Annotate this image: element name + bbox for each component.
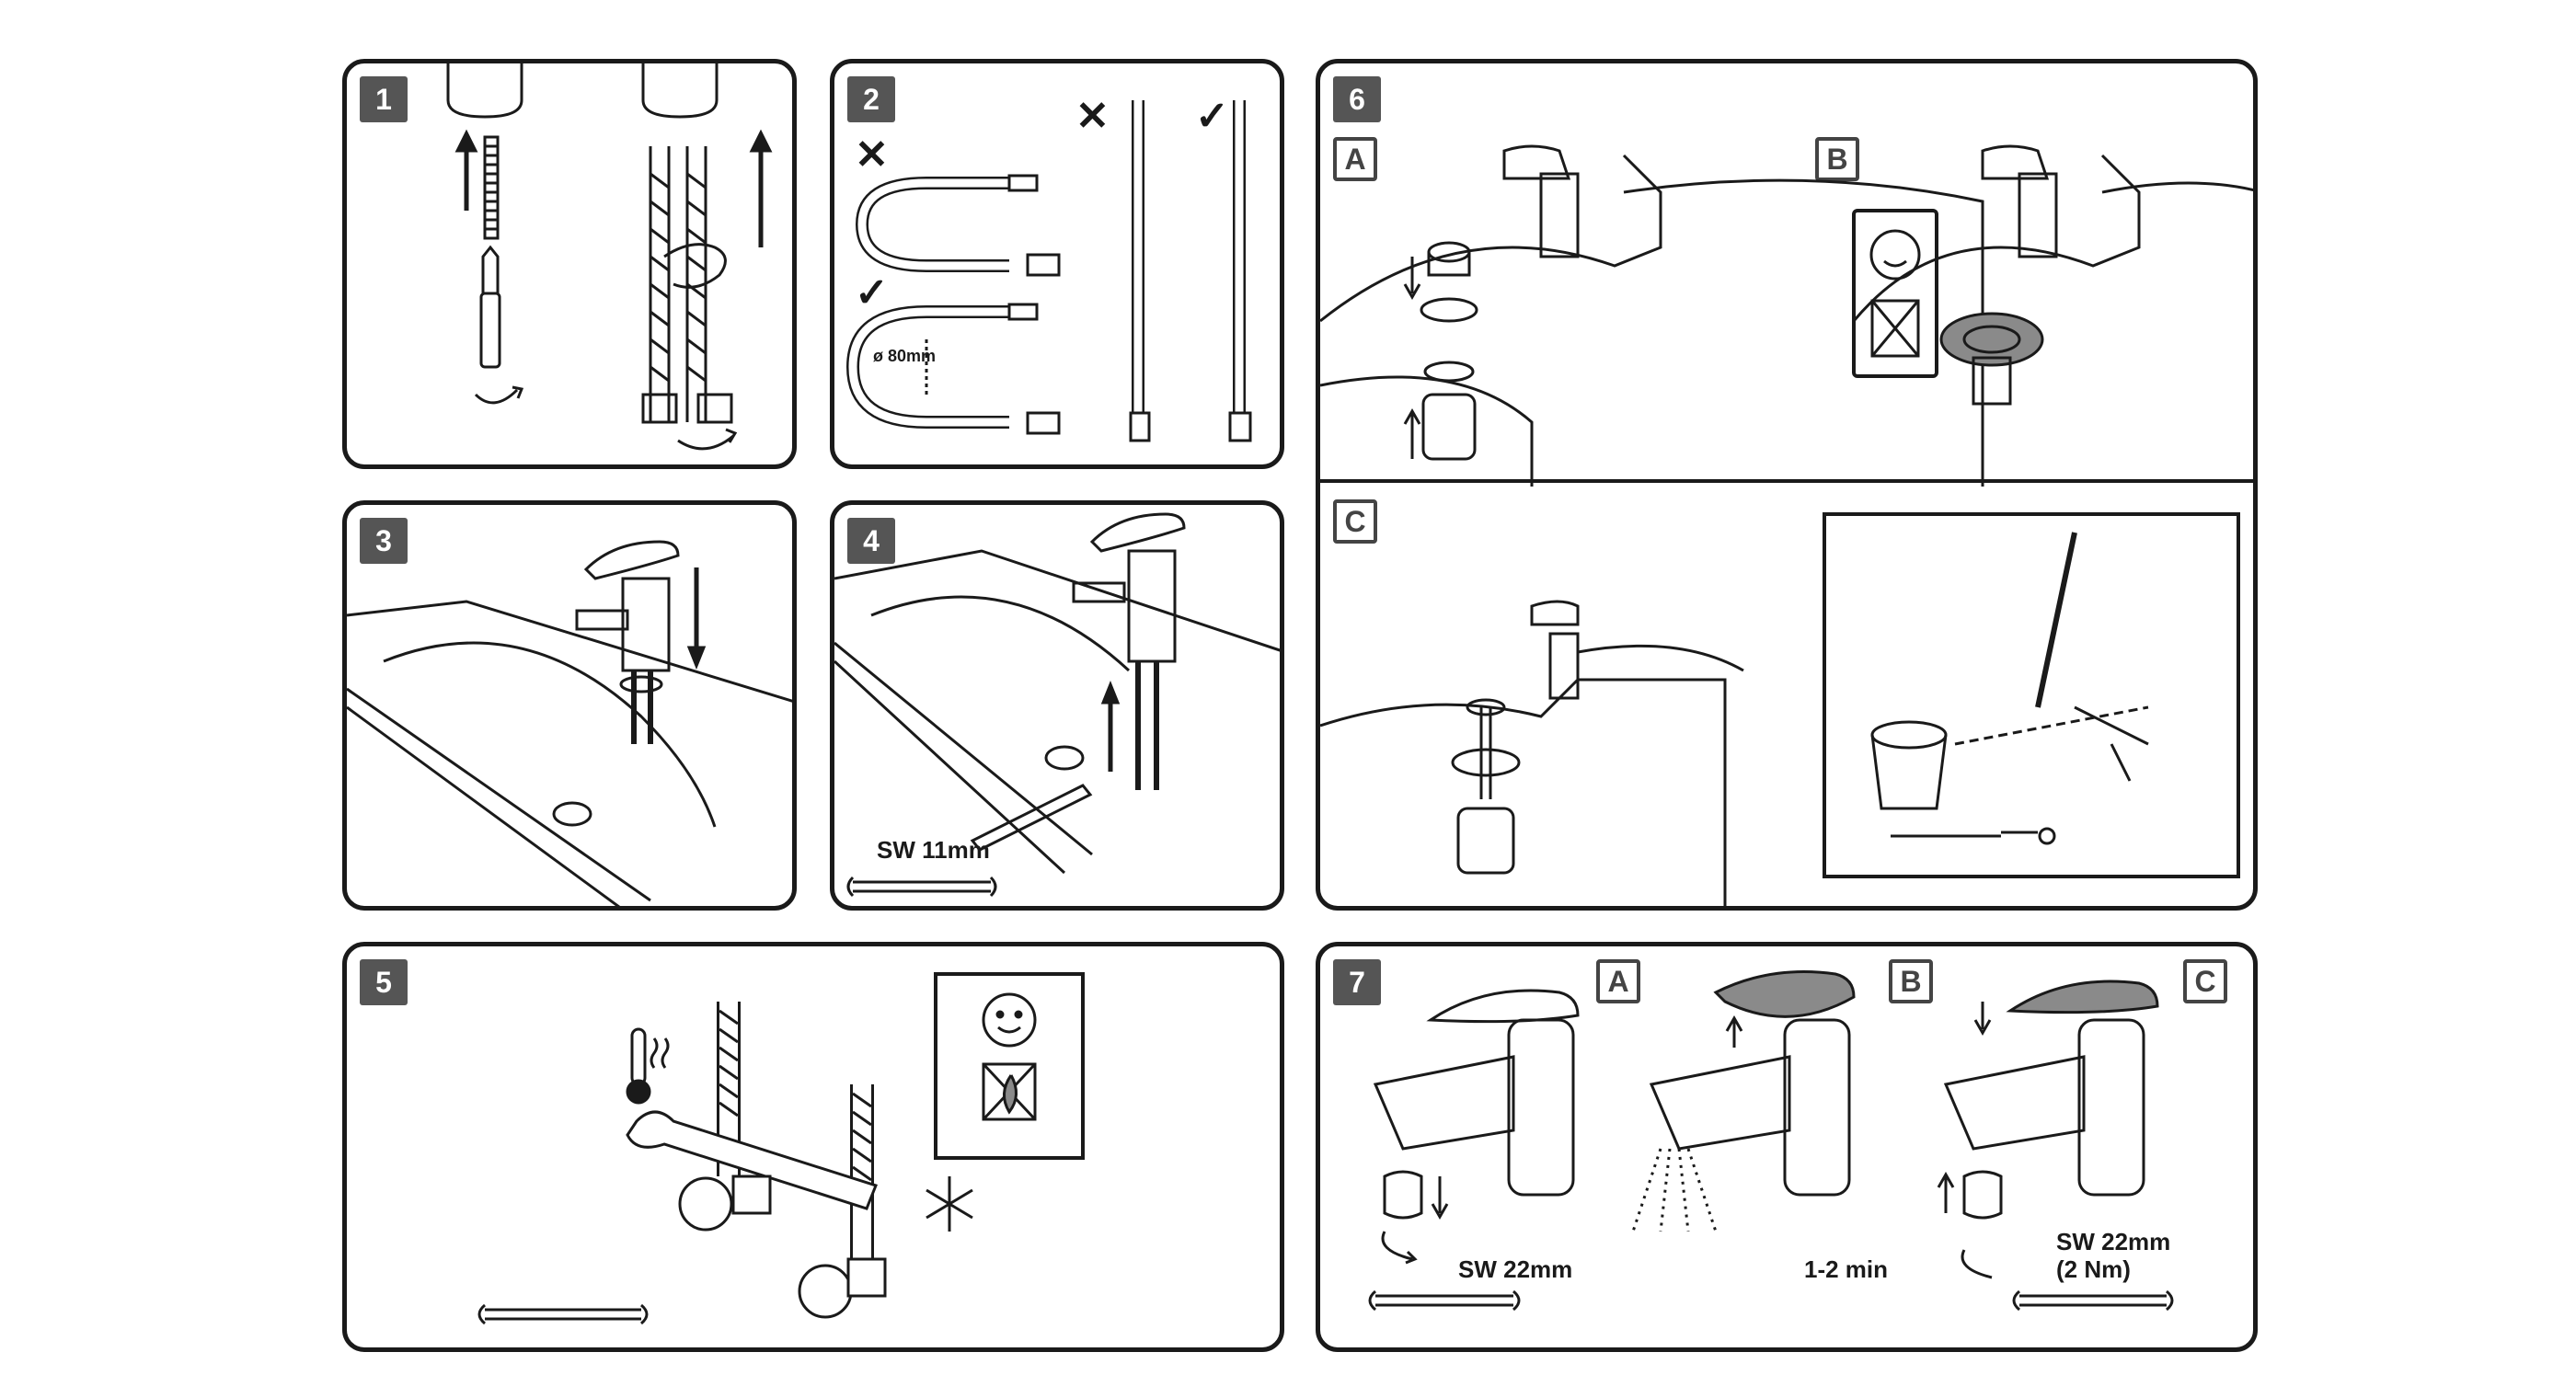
- step-2-panel: 2 ✕ ✓ ✕ ✓ ø 80mm: [830, 59, 1284, 469]
- step-number-badge: 7: [1333, 959, 1381, 1005]
- step-number-badge: 2: [847, 76, 895, 122]
- step-7a-wrench-label: SW 22mm: [1458, 1255, 1573, 1283]
- step-3-panel: 3: [342, 500, 797, 911]
- right-mark-icon: ✓: [855, 270, 889, 315]
- snowflake-icon: [926, 1176, 973, 1232]
- sub-step-c-badge: C: [1333, 499, 1377, 544]
- step-3-illustration: [347, 540, 792, 906]
- step-4-illustration: [834, 512, 1280, 898]
- wrong-mark-icon: ✕: [855, 132, 889, 178]
- section-divider: [1320, 479, 2253, 483]
- sub-step-a-badge: A: [1333, 137, 1377, 181]
- right-mark-icon: ✓: [1195, 94, 1229, 139]
- sub-step-a-badge: A: [1596, 959, 1640, 1003]
- step-7-panel: 7 A B C SW 22mm 1-2 min SW 22mm (2 Nm): [1316, 942, 2258, 1352]
- step-1-illustration: [446, 63, 773, 451]
- wrong-mark-icon: ✕: [1075, 94, 1110, 139]
- step-number-badge: 3: [360, 518, 408, 564]
- step-6-illustration: [1320, 144, 2253, 906]
- sub-step-b-badge: B: [1889, 959, 1933, 1003]
- step-number-badge: 5: [360, 959, 408, 1005]
- step-4-panel: 4 SW 11mm: [830, 500, 1284, 911]
- diameter-label: ø 80mm: [873, 347, 937, 365]
- thermometer-icon: [626, 1027, 670, 1105]
- step-7c-wrench-label: SW 22mm: [2056, 1228, 2171, 1255]
- hose-bend-illustration: [845, 100, 1252, 442]
- step-1-panel: 1: [342, 59, 797, 469]
- step-5-panel: 5: [342, 942, 1284, 1352]
- step-number-badge: 4: [847, 518, 895, 564]
- sub-step-c-badge: C: [2183, 959, 2227, 1003]
- step-7c-torque-label: (2 Nm): [2056, 1255, 2131, 1283]
- step-number-badge: 1: [360, 76, 408, 122]
- step-7b-duration-label: 1-2 min: [1804, 1255, 1889, 1283]
- step-number-badge: 6: [1333, 76, 1381, 122]
- step-6-panel: 6 A B C: [1316, 59, 2258, 911]
- step-5-illustration: [477, 972, 1085, 1325]
- step-7-illustration: [1368, 970, 2174, 1312]
- sub-step-b-badge: B: [1815, 137, 1859, 181]
